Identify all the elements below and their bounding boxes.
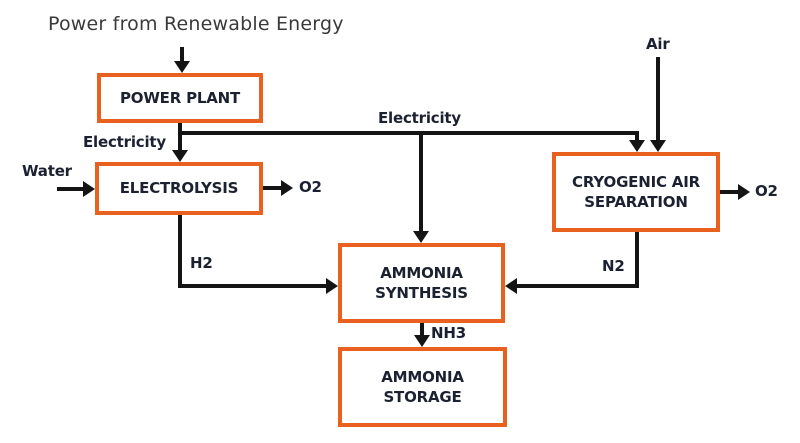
label-air: Air <box>646 35 670 53</box>
line-nitrogen-vertical <box>635 232 639 288</box>
line-electricity-main <box>180 131 639 135</box>
arrowhead-electricity-synthesis-icon <box>413 231 429 243</box>
arrowhead-electricity-asu-icon <box>629 140 645 152</box>
box-ammonia-synthesis-label: AMMONIA SYNTHESIS <box>375 263 468 302</box>
arrowhead-electricity-electrolysis-icon <box>172 150 188 162</box>
diagram-title: Power from Renewable Energy <box>48 13 344 35</box>
line-ammonia <box>420 323 424 336</box>
arrowhead-hydrogen-icon <box>326 278 338 294</box>
line-water <box>57 187 83 191</box>
line-hydrogen-horizontal <box>178 284 326 288</box>
box-ammonia-storage-label: AMMONIA STORAGE <box>381 367 464 406</box>
arrowhead-air-icon <box>650 140 666 152</box>
box-power-plant-label: POWER PLANT <box>119 88 241 107</box>
arrowhead-oxygen-electrolysis-icon <box>281 180 293 196</box>
line-nitrogen-horizontal <box>517 284 639 288</box>
label-oxygen-electrolysis: O2 <box>299 178 322 196</box>
box-cryogenic-air-separation: CRYOGENIC AIR SEPARATION <box>552 152 720 232</box>
line-electricity-to-synthesis <box>419 131 423 232</box>
box-power-plant: POWER PLANT <box>97 73 263 123</box>
label-ammonia: NH3 <box>431 324 466 342</box>
line-electricity-to-electrolysis <box>178 123 182 151</box>
box-ammonia-synthesis: AMMONIA SYNTHESIS <box>338 243 505 323</box>
arrowhead-ammonia-icon <box>414 335 430 347</box>
label-oxygen-asu: O2 <box>755 182 778 200</box>
box-electrolysis: ELECTROLYSIS <box>95 162 263 215</box>
line-oxygen-electrolysis <box>263 186 283 190</box>
label-hydrogen: H2 <box>190 254 213 272</box>
arrowhead-oxygen-asu-icon <box>738 184 750 200</box>
label-water: Water <box>22 162 72 180</box>
line-hydrogen-vertical <box>178 215 182 288</box>
box-cryogenic-air-separation-label: CRYOGENIC AIR SEPARATION <box>572 172 700 211</box>
arrowhead-water-icon <box>83 181 95 197</box>
arrowhead-nitrogen-icon <box>505 278 517 294</box>
label-electricity-left: Electricity <box>83 133 166 151</box>
line-renewable-power <box>180 47 184 62</box>
line-electricity-to-asu <box>635 131 639 141</box>
box-ammonia-storage: AMMONIA STORAGE <box>338 347 507 427</box>
line-oxygen-asu <box>720 190 740 194</box>
line-air <box>656 57 660 141</box>
label-electricity-main: Electricity <box>378 109 461 127</box>
box-electrolysis-label: ELECTROLYSIS <box>119 179 239 198</box>
arrowhead-renewable-power-icon <box>174 61 190 73</box>
label-nitrogen: N2 <box>602 257 625 275</box>
